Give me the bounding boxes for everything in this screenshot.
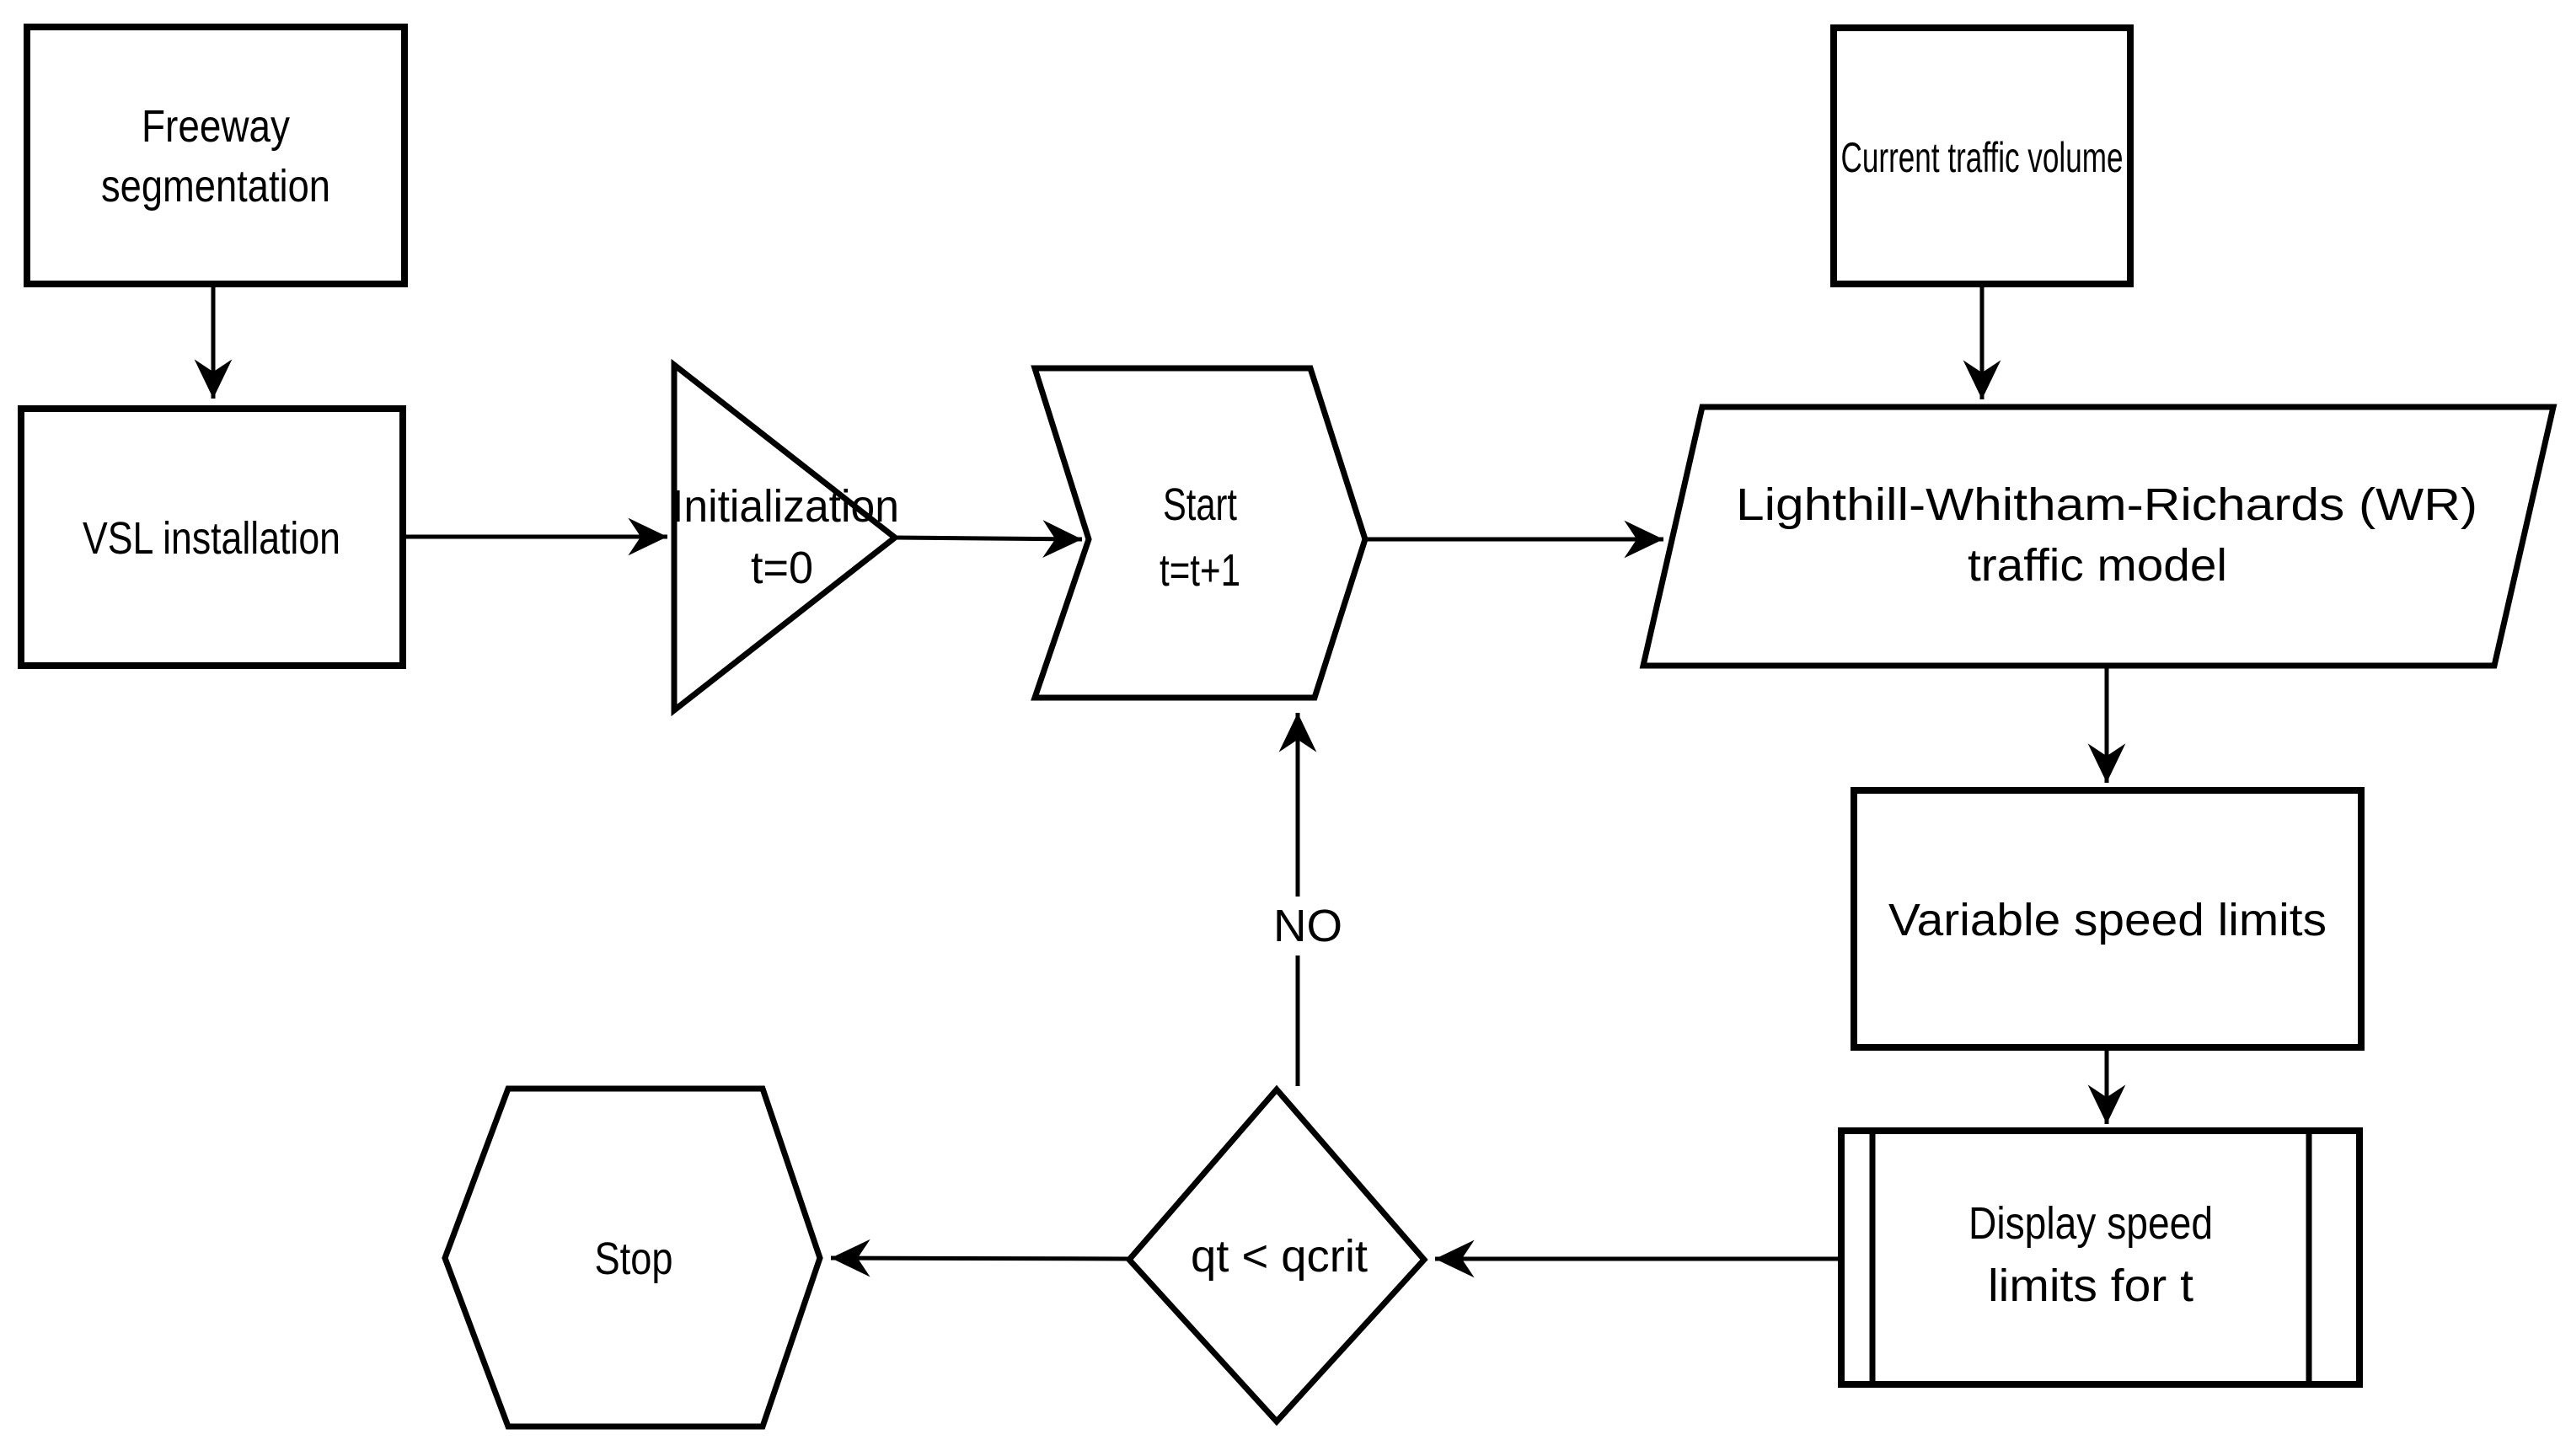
variable-speed-limits-label: Variable speed limits	[1888, 895, 2327, 945]
no-label-gap	[1269, 897, 1349, 956]
node-current-traffic-volume: Current traffic volume	[1830, 24, 2134, 287]
lwr-traffic-model-label-line2: traffic model	[1968, 540, 2227, 591]
congestion-check-diamond	[1125, 1084, 1428, 1427]
start-chevron	[1031, 365, 1369, 701]
current-traffic-volume-box	[1830, 24, 2134, 287]
node-vsl-installation: VSL installation	[18, 405, 406, 669]
freeway-segmentation-label-line2: segmentation	[101, 161, 330, 211]
node-variable-speed-limits: Variable speed limits	[1851, 787, 2365, 1051]
freeway-segmentation-box	[24, 24, 408, 287]
lwr-traffic-model-parallelogram	[1639, 404, 2558, 669]
stop-label: Stop	[595, 1234, 673, 1284]
display-speed-limits-label-line2: limits for t	[1988, 1261, 2193, 1311]
start-label-line2: t=t+1	[1160, 545, 1240, 596]
node-freeway-segmentation: Freeway segmentation	[24, 24, 408, 287]
vsl-installation-box	[18, 405, 406, 669]
no-label: NO	[1273, 901, 1342, 951]
node-start: Start t=t+1	[1031, 365, 1369, 701]
display-speed-limits-label-line1: Display speed	[1968, 1198, 2213, 1249]
node-congestion-check: qt < qcrit	[1125, 1084, 1428, 1427]
node-stop: Stop	[442, 1085, 823, 1430]
stop-hexagon	[442, 1085, 823, 1430]
initialization-triangle	[671, 358, 900, 717]
node-display-speed-limits: Display speed limits for t	[1838, 1127, 2363, 1388]
node-initialization: Initialization t=0	[671, 358, 900, 717]
node-lwr-traffic-model: Lighthill-Whitham-Richards (WR) traffic …	[1639, 404, 2558, 669]
initialization-label-line1: Initialization	[672, 481, 899, 532]
display-speed-limits-box	[1838, 1127, 2363, 1388]
edge-decision-to-stop	[830, 1239, 1130, 1277]
freeway-segmentation-label-line1: Freeway	[142, 101, 290, 152]
variable-speed-limits-box	[1851, 787, 2365, 1051]
start-label-line1: Start	[1163, 479, 1237, 530]
initialization-label-line2: t=0	[751, 543, 813, 593]
current-traffic-volume-label: Current traffic volume	[1841, 134, 2124, 181]
lwr-traffic-model-label-line1: Lighthill-Whitham-Richards (WR)	[1736, 479, 2477, 530]
vsl-installation-label: VSL installation	[83, 513, 340, 564]
edge-initialization-to-start	[894, 520, 1083, 558]
congestion-check-label: qt < qcrit	[1191, 1231, 1368, 1282]
